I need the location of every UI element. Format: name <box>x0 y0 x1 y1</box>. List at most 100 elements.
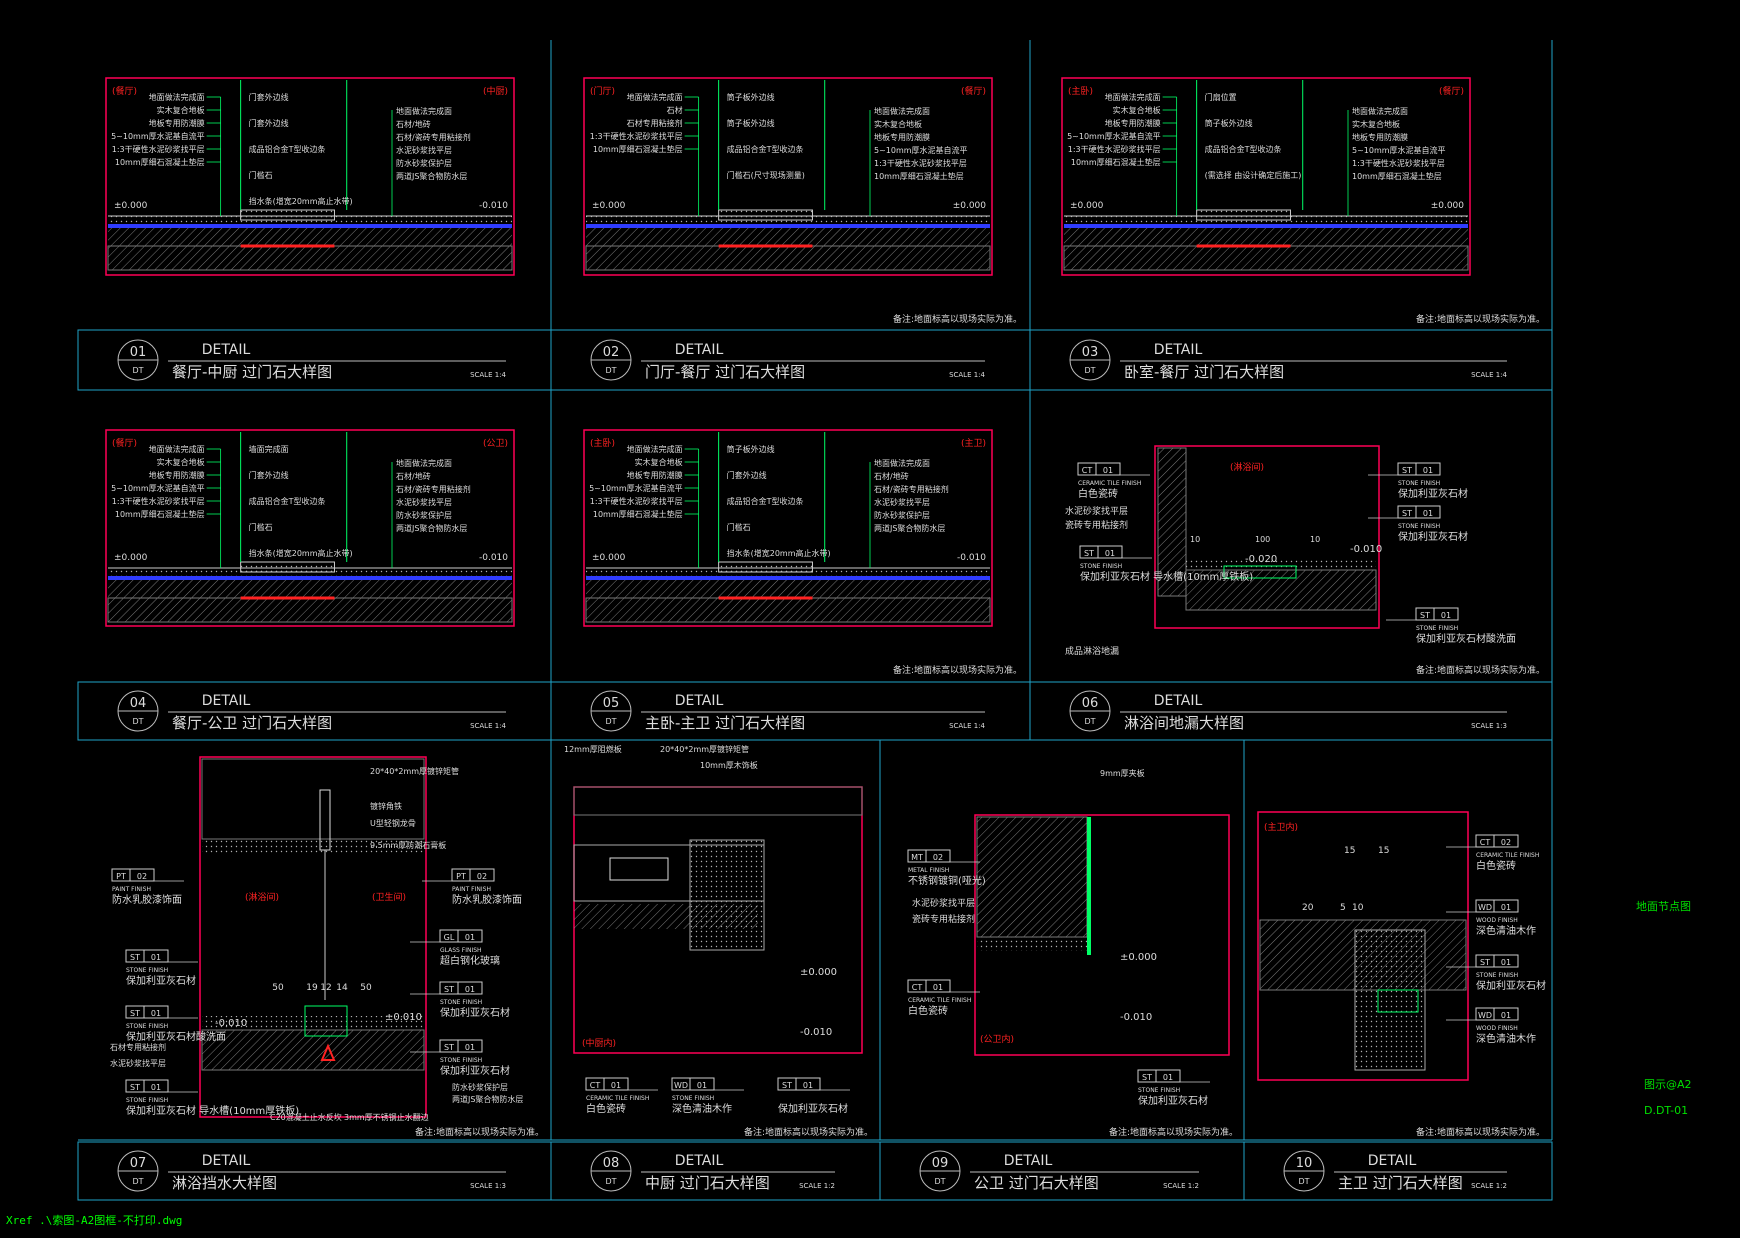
left-note: 地面做法完成面 <box>627 444 683 454</box>
left-note: 10mm厚细石混凝土垫层 <box>593 144 683 154</box>
mid-note: 筒子板外边线 <box>727 118 775 128</box>
section-outline <box>1257 811 1469 1081</box>
dim: 10 <box>1310 535 1320 544</box>
tag-desc: 防水乳胶漆饰面 <box>452 893 522 906</box>
tag-desc: 保加利亚灰石材 <box>126 974 196 987</box>
right-note: 1:3干硬性水泥砂浆找平层 <box>874 158 967 168</box>
level: -0.010 <box>1350 544 1382 555</box>
tag-finish: PAINT FINISH <box>112 886 151 893</box>
waterstop <box>320 1043 336 1061</box>
right-note: 两道JS聚合物防水层 <box>396 171 467 181</box>
screed-layer <box>1064 224 1468 228</box>
dim: 10 <box>1190 535 1200 544</box>
right-note: 两道JS聚合物防水层 <box>396 523 467 533</box>
left-note: 地面做法完成面 <box>149 444 205 454</box>
right-note: 地面做法完成面 <box>396 458 452 468</box>
detail-title: 餐厅-中厨 过门石大样图 <box>172 363 332 381</box>
screed-layer <box>586 576 990 580</box>
right-note: 水泥砂浆找平层 <box>396 145 452 155</box>
tag-finish: STONE FINISH <box>440 1057 482 1064</box>
slab-layer <box>107 245 513 271</box>
detail-scale: SCALE 1:3 <box>470 1182 506 1190</box>
tag-id: 01 <box>1423 509 1433 518</box>
detail-code: DT <box>605 1177 616 1186</box>
title-frame <box>1029 681 1553 741</box>
tag-id: 01 <box>1163 1073 1173 1082</box>
tag-finish: STONE FINISH <box>1416 625 1458 632</box>
level: -0.010 <box>800 1027 832 1038</box>
tag-id-box <box>1097 545 1123 559</box>
detail-scale: SCALE 1:4 <box>949 371 985 379</box>
tag-code: PT <box>116 872 126 881</box>
side-title: 地面节点图 <box>1636 900 1691 913</box>
room-label: (淋浴间) <box>245 891 279 903</box>
section-outline <box>199 756 427 1118</box>
level: ±0.000 <box>1120 952 1157 963</box>
tag-finish: CERAMIC TILE FINISH <box>586 1095 649 1102</box>
note: 镀锌角铁 <box>370 801 402 811</box>
mid-note: 门槛石 <box>727 522 751 532</box>
tag-id: 01 <box>465 933 475 942</box>
tag-desc: 保加利亚灰石材 <box>440 1064 510 1077</box>
tag-id: 01 <box>465 1043 475 1052</box>
title-frame <box>1243 1141 1553 1201</box>
left-note: 地板专用防潮膜 <box>149 118 205 128</box>
tag-finish: CERAMIC TILE FINISH <box>1476 852 1539 859</box>
left-note: 5~10mm厚水泥基自流平 <box>111 131 205 141</box>
detail-word: DETAIL <box>675 342 724 358</box>
detail-code: DT <box>1084 717 1095 726</box>
threshold-section-03: (主卧)(餐厅)±0.000±0.000地面做法完成面实木复合地板地板专用防潮膜… <box>1061 77 1471 276</box>
level: ±0.000 <box>800 967 837 978</box>
section-outline <box>583 77 993 276</box>
mid-note: (需选择 由设计确定后施工) <box>1205 170 1302 180</box>
tag-code: ST <box>130 953 140 962</box>
section-outline <box>1061 77 1471 276</box>
dim: 50 <box>272 983 284 993</box>
tag-code: ST <box>1480 958 1490 967</box>
detail-code: DT <box>132 1177 143 1186</box>
mid-note: 成品铝合金T型收边条 <box>249 144 326 154</box>
detail-code: DT <box>934 1177 945 1186</box>
left-note: 5~10mm厚水泥基自流平 <box>111 483 205 493</box>
slab-layer <box>1063 245 1469 271</box>
tag-finish: GLASS FINISH <box>440 947 482 954</box>
left-note: 实木复合地板 <box>1113 105 1161 115</box>
detail-word: DETAIL <box>675 693 724 709</box>
note: 瓷砖专用粘接剂 <box>912 913 975 925</box>
tag-desc: 保加利亚灰石材 <box>440 1006 510 1019</box>
room-label: (公卫内) <box>980 1033 1014 1045</box>
note: 10mm厚木饰板 <box>700 760 758 770</box>
right-note: 防水砂浆保护层 <box>874 510 930 520</box>
left-note: 10mm厚细石混凝土垫层 <box>1071 157 1161 167</box>
note: C20混凝土止水反坎 <box>270 1112 342 1122</box>
title-frame <box>1029 329 1553 391</box>
tag-id: 02 <box>137 872 147 881</box>
detail-code: DT <box>1084 366 1095 375</box>
level-right: ±0.000 <box>1431 201 1465 211</box>
level: -0.020 <box>1245 554 1277 565</box>
threshold-section-01: (餐厅)(中厨)±0.000-0.010地面做法完成面实木复合地板地板专用防潮膜… <box>105 77 515 276</box>
mid-note: 门套外边线 <box>249 92 289 102</box>
detail-number: 01 <box>130 345 147 360</box>
tag-finish: STONE FINISH <box>672 1095 714 1102</box>
tag-id-box <box>457 1039 483 1053</box>
mortar-layer <box>586 580 990 598</box>
tag-desc: 保加利亚灰石材 <box>1138 1094 1208 1107</box>
detail-title: 淋浴挡水大样图 <box>172 1174 277 1192</box>
tag-id-box <box>1493 1007 1519 1021</box>
tag-id-box <box>1493 834 1519 848</box>
tag-desc: 保加利亚灰石材 导水槽(10mm厚铁板) <box>1080 570 1253 583</box>
tag-code: ST <box>130 1009 140 1018</box>
tube <box>1377 989 1419 1013</box>
right-note: 两道JS聚合物防水层 <box>874 523 945 533</box>
